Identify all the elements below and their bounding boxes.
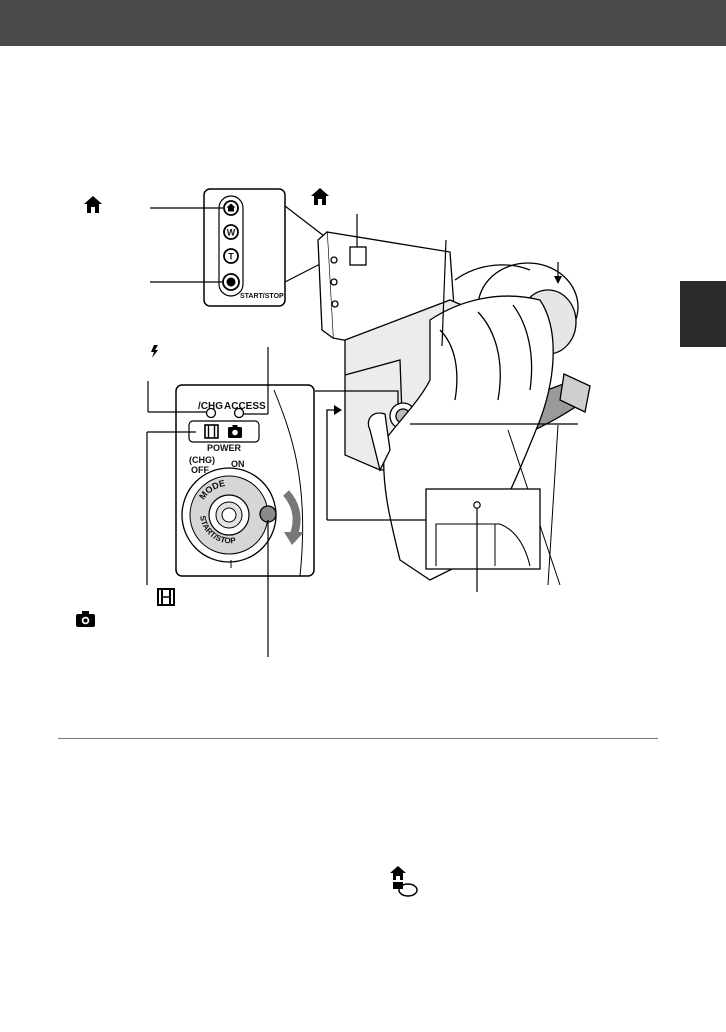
home-disc-icon <box>390 866 418 897</box>
lcd-buttons-panel: W T START/STOP <box>203 188 286 307</box>
start-stop-button[interactable] <box>222 273 240 291</box>
svg-text:W: W <box>227 228 236 238</box>
movie-icon <box>157 588 175 606</box>
flash-icon <box>151 345 158 358</box>
on-label: ON <box>231 459 245 469</box>
home-icon <box>311 188 329 205</box>
power-label: POWER <box>207 443 242 453</box>
movie-mode-lamp <box>204 424 219 439</box>
chg-lamp <box>205 407 217 419</box>
chg-paren-label: (CHG) <box>189 455 215 465</box>
power-dial[interactable]: MODE START/STOP <box>181 467 277 563</box>
access-label: ACCESS <box>224 401 266 412</box>
off-label: OFF <box>191 465 209 475</box>
svg-text:T: T <box>228 252 234 262</box>
section-divider <box>58 738 658 739</box>
chapter-tab <box>680 281 726 347</box>
camera-icon <box>76 611 95 627</box>
lamp-inset-detail <box>425 488 541 570</box>
home-icon <box>84 196 102 213</box>
header-bar <box>0 0 726 46</box>
access-lamp <box>233 407 245 419</box>
start-stop-label: START/STOP <box>240 293 284 300</box>
green-button <box>259 505 277 523</box>
zoom-t-button[interactable]: T <box>223 248 239 264</box>
home-button[interactable] <box>223 200 239 216</box>
chg-label: /CHG <box>198 401 223 412</box>
photo-mode-lamp <box>228 425 242 438</box>
zoom-w-button[interactable]: W <box>223 224 239 240</box>
power-switch-panel: /CHG ACCESS POWER (CHG) OFF ON <box>175 384 315 577</box>
